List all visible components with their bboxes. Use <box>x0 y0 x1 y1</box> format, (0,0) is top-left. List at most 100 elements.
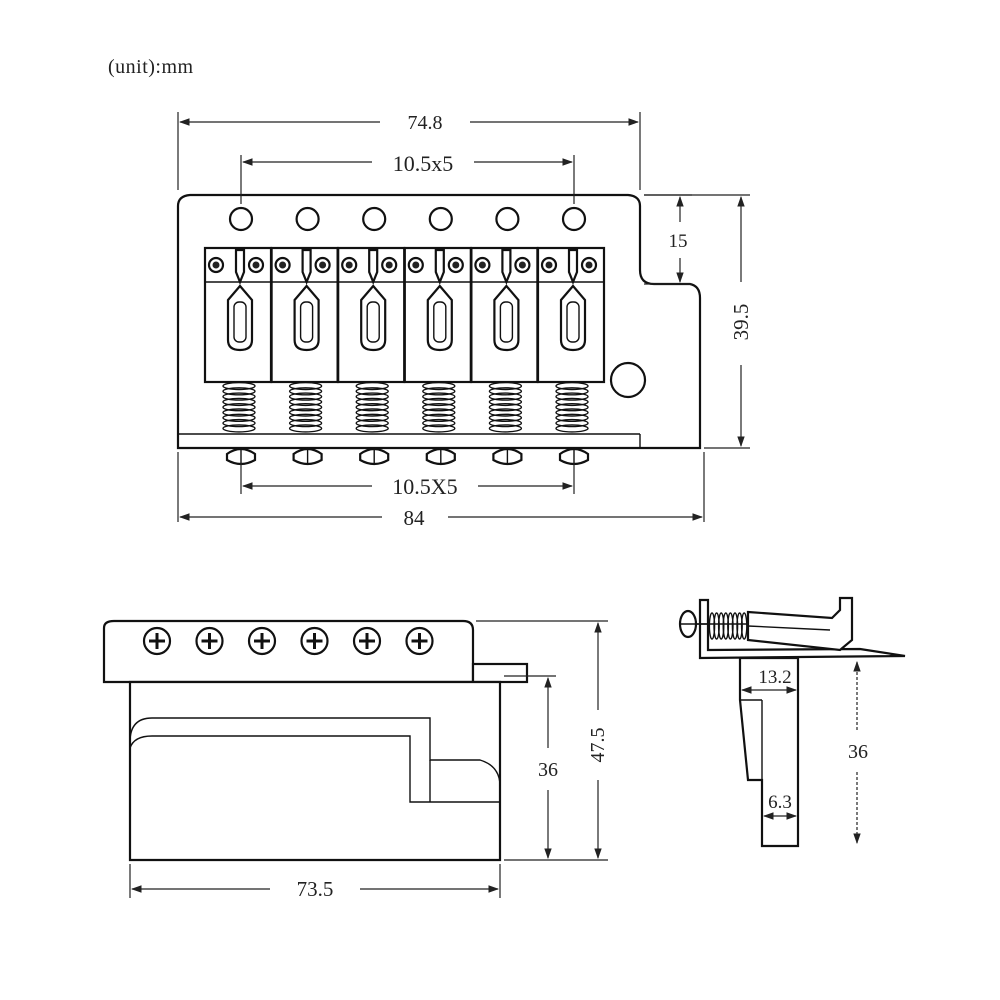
spring-coil <box>555 408 589 417</box>
spring-coil <box>288 387 323 396</box>
saddles <box>203 246 606 433</box>
dim-overall-bottom-width: 84 <box>177 452 705 530</box>
dim-front-block-width: 73.5 <box>129 864 501 901</box>
spring-coil <box>222 392 256 401</box>
dim-text-36-side: 36 <box>848 741 868 763</box>
height-screw-center <box>412 261 420 269</box>
side-baseplate <box>698 598 906 660</box>
side-view: 13.2 36 6.3 <box>678 596 906 848</box>
height-screw-center <box>385 261 393 269</box>
saddle-slot <box>293 284 320 352</box>
spring-coil <box>422 381 456 391</box>
spring-coil <box>422 392 456 401</box>
height-screw-center <box>545 261 553 269</box>
saddle-slot <box>426 284 453 352</box>
spring-coil <box>355 408 389 417</box>
mounting-holes <box>228 206 587 232</box>
dim-hole-depth: 15 <box>644 194 692 285</box>
height-screw-center <box>252 261 260 269</box>
saddle-slot-inner <box>299 301 314 343</box>
height-screw-center <box>212 261 220 269</box>
spring-coil <box>488 424 523 433</box>
spring-coil <box>288 424 323 433</box>
spring-coil <box>288 397 323 407</box>
dim-text-10-5x5-bottom: 10.5X5 <box>392 474 457 499</box>
spring-coil <box>488 387 523 396</box>
front-view: 36 47.5 73.5 <box>102 619 609 901</box>
mounting-hole <box>362 206 387 232</box>
spring-coil <box>288 403 323 412</box>
spring-coil <box>222 413 256 422</box>
string-notch <box>368 248 379 285</box>
spring-coil <box>555 413 589 422</box>
spring-coil <box>288 408 323 417</box>
saddle-slot <box>493 284 520 352</box>
spring-coil <box>488 397 523 407</box>
dim-bottom-string-spacing: 10.5X5 <box>240 462 575 499</box>
spring-coil <box>222 408 256 417</box>
mounting-hole <box>295 206 320 232</box>
spring-coil <box>222 403 256 412</box>
intonation-screws <box>225 447 590 466</box>
mounting-hole <box>561 206 587 232</box>
string-notch <box>234 248 246 285</box>
saddle-slot <box>226 284 254 352</box>
dim-text-73-5: 73.5 <box>297 877 334 901</box>
saddle <box>337 246 406 433</box>
spring-coil <box>355 403 389 412</box>
saddle-slot-inner <box>566 301 580 343</box>
height-screw-center <box>279 261 287 269</box>
side-spring-coil <box>740 612 748 640</box>
dim-text-39-5: 39.5 <box>729 304 753 341</box>
height-screw-center <box>345 261 353 269</box>
front-screws <box>142 626 434 656</box>
dim-side-block-depth: 13.2 <box>740 667 798 694</box>
saddle <box>203 246 273 433</box>
spring-coil <box>555 397 589 407</box>
string-notch <box>567 248 579 285</box>
spring-coil <box>355 397 389 407</box>
spring-coil <box>422 397 456 407</box>
spring-coil <box>488 418 523 428</box>
spring-coil <box>288 392 323 401</box>
dim-side-block-thickness: 6.3 <box>762 792 798 820</box>
string-notch <box>434 248 445 285</box>
spring-coil <box>422 413 456 422</box>
spring-coil <box>488 392 523 401</box>
front-block-relief <box>129 717 501 803</box>
dim-front-total-height: 47.5 <box>476 620 609 861</box>
saddle <box>470 246 539 433</box>
tremolo-arm-hole <box>609 361 647 399</box>
spring-coil <box>355 381 389 391</box>
height-screw-center <box>452 261 460 269</box>
spring-coil <box>555 424 589 433</box>
saddle-slot-inner <box>433 301 447 343</box>
spring-coil <box>355 418 389 428</box>
dim-overall-top-width: 74.8 <box>177 112 641 190</box>
height-screw-center <box>319 261 327 269</box>
spring-coil <box>222 397 256 407</box>
dim-text-15: 15 <box>669 231 688 252</box>
spring-coil <box>555 403 589 412</box>
side-spring <box>708 612 748 640</box>
saddle-slot-inner <box>499 301 514 343</box>
spring-coil <box>422 418 456 428</box>
dim-top-string-spacing: 10.5x5 <box>240 151 575 204</box>
dim-text-84: 84 <box>404 506 426 530</box>
height-screw-center <box>585 261 593 269</box>
dim-text-6-3: 6.3 <box>768 792 792 813</box>
string-notch <box>501 248 512 285</box>
dim-front-block-height: 36 <box>504 675 558 861</box>
spring-coil <box>555 418 589 428</box>
spring-coil <box>488 408 523 417</box>
mounting-hole <box>428 206 453 232</box>
saddle <box>403 246 472 433</box>
spring-coil <box>222 424 256 433</box>
mounting-hole <box>495 206 520 232</box>
spring-coil <box>555 381 589 391</box>
side-saddle-line <box>747 625 831 631</box>
dim-side-block-height: 36 <box>848 660 868 845</box>
spring-coil <box>288 418 323 428</box>
mounting-hole <box>228 206 254 232</box>
